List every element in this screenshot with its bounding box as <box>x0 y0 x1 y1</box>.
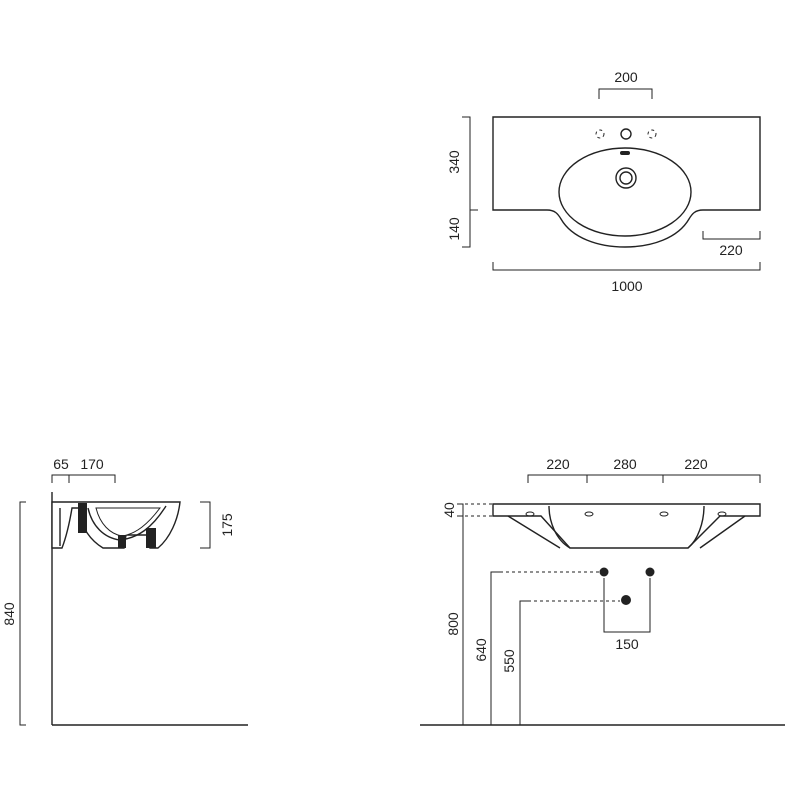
dim-line-depth <box>462 116 471 248</box>
dim-tap-spacing: 200 <box>614 69 638 85</box>
supply-point-right-icon <box>645 567 655 577</box>
fixing-mark-left <box>525 511 535 517</box>
dim-supply-spacing: 150 <box>615 636 639 652</box>
dim-line-supply-height <box>490 571 500 725</box>
dim-line-drain-height <box>519 600 528 725</box>
dim-thickness: 40 <box>441 502 457 518</box>
dim-dash-thickness <box>465 503 493 517</box>
fixing-mark-right <box>717 511 727 517</box>
countertop-outline <box>492 116 761 248</box>
dim-line-thickness <box>457 503 464 517</box>
dim-top-height: 800 <box>445 612 461 636</box>
dim-line-mount-height <box>19 501 26 726</box>
front-view: 220 280 220 40 800 640 550 150 <box>420 456 785 726</box>
dim-side-shelf: 220 <box>719 242 743 258</box>
basin-oval <box>558 147 692 237</box>
drain-outer <box>615 167 637 189</box>
dim-line-total-width <box>492 262 761 271</box>
dim-left: 220 <box>546 456 570 472</box>
basin-section-drain <box>118 535 126 548</box>
drain-point-icon <box>621 595 631 605</box>
dim-depth: 340 <box>446 150 462 174</box>
top-view: 200 340 140 220 1000 <box>446 69 761 294</box>
dim-supply-height: 640 <box>473 638 489 662</box>
dim-line-front-widths <box>527 474 761 483</box>
fixing-mark-center-left <box>584 511 594 517</box>
dim-drain-height: 550 <box>501 649 517 673</box>
dim-total-width: 1000 <box>611 278 642 294</box>
fixing-mark-center-right <box>659 511 669 517</box>
basin-section-solid-right <box>146 528 156 548</box>
supply-point-left-icon <box>599 567 609 577</box>
dim-height: 175 <box>219 513 235 537</box>
tap-hole-center-icon <box>620 128 632 140</box>
dim-line-supply-spacing <box>603 578 651 633</box>
dim-line-side-shelf <box>702 231 761 240</box>
dim-bowl: 170 <box>80 456 104 472</box>
dim-center: 280 <box>613 456 637 472</box>
side-view: 65 170 175 840 <box>1 456 248 726</box>
basin-front-bowl-curves <box>548 505 705 549</box>
basin-section-solid-left <box>78 503 87 533</box>
tap-hole-left-icon <box>595 129 605 139</box>
overflow-slot <box>620 151 630 155</box>
tap-hole-right-icon <box>647 129 657 139</box>
dim-right: 220 <box>684 456 708 472</box>
basin-front-outline <box>492 503 761 549</box>
drain-inner <box>619 171 633 185</box>
dim-front-depth: 140 <box>446 217 462 241</box>
dim-line-offset-bowl <box>51 474 116 483</box>
basin-front-bracket-lines <box>507 515 746 549</box>
dim-line-height <box>200 501 211 549</box>
dim-offset: 65 <box>53 456 69 472</box>
dim-mount-height: 840 <box>1 602 17 626</box>
dim-line-tap-spacing <box>598 88 653 99</box>
